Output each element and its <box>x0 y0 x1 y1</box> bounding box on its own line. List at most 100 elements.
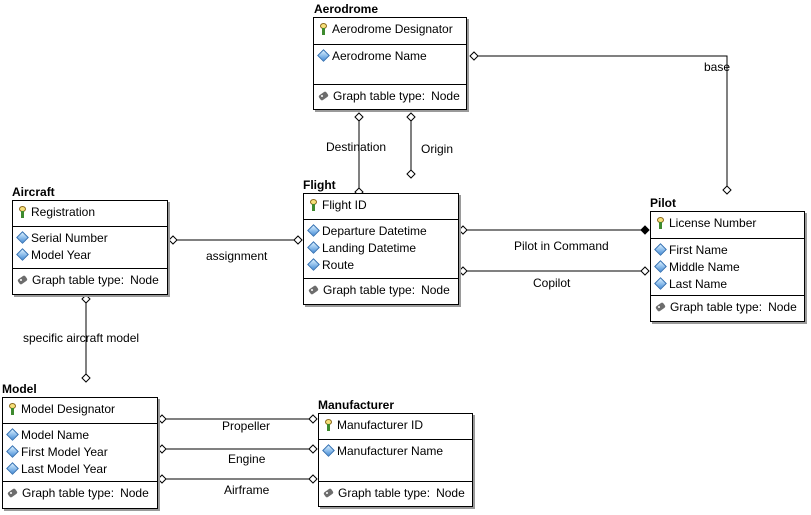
graph-table-type-label: Graph table type: <box>32 273 125 287</box>
base-target-diamond <box>722 185 732 195</box>
flight-key-section: Flight ID <box>304 194 458 220</box>
attribute-icon <box>6 445 19 458</box>
attribute-row: Last Model Year <box>6 460 153 477</box>
graph-table-type-row: Graph table type:Node <box>323 484 468 502</box>
graph-table-type-label: Graph table type: <box>22 486 115 500</box>
tag-icon <box>7 488 19 499</box>
graph-table-type-label: Graph table type: <box>338 486 431 500</box>
attribute-label: Departure Datetime <box>322 223 427 238</box>
edge-label-propeller: Propeller <box>222 419 271 433</box>
model-title: Model <box>2 382 37 396</box>
assignment-source-diamond <box>168 235 178 245</box>
attribute-label: Last Model Year <box>21 461 108 476</box>
flight-attributes-section: Departure Datetime Landing Datetime Rout… <box>304 220 458 279</box>
airframe-target-diamond <box>308 474 318 484</box>
model-footer-section: Graph table type: Node <box>3 482 157 504</box>
attribute-label: Model Name <box>21 427 90 442</box>
attribute-icon <box>307 224 320 237</box>
edge-label-origin: Origin <box>421 142 454 156</box>
airframe-source-diamond <box>157 474 167 484</box>
attribute-icon <box>654 243 667 256</box>
attribute-label: Last Name <box>669 276 728 291</box>
attribute-icon <box>317 49 330 62</box>
tag-icon <box>655 302 667 313</box>
tag-icon <box>323 488 335 499</box>
graph-table-type-value: Node <box>130 273 159 287</box>
graph-table-type-value: Node <box>120 486 149 500</box>
specific-aircraft-model-target-diamond <box>81 373 91 383</box>
attribute-icon <box>6 428 19 441</box>
attribute-icon <box>307 241 320 254</box>
graph-table-type-row: Graph table type:Node <box>655 298 800 316</box>
graph-table-type-row: Graph table type: Node <box>7 484 153 502</box>
model-entity[interactable]: Model Designator Model Name First Model … <box>2 397 158 509</box>
aerodrome-entity[interactable]: Aerodrome Designator Aerodrome Name Grap… <box>313 17 467 110</box>
attribute-row: First Model Year <box>6 443 153 460</box>
key-row: Flight ID <box>308 196 454 213</box>
attribute-label: Serial Number <box>31 230 108 245</box>
aircraft-key-section: Registration <box>13 201 167 227</box>
key-icon <box>323 418 334 431</box>
attribute-label: Manufacturer Name <box>337 443 444 458</box>
aerodrome-footer-section: Graph table type:Node <box>314 85 466 107</box>
attribute-row: Model Name <box>6 426 153 443</box>
key-icon <box>17 205 28 218</box>
key-icon <box>7 402 18 415</box>
pilot-key-section: License Number <box>651 212 804 239</box>
flight-footer-section: Graph table type: Node <box>304 279 458 301</box>
key-row: Registration <box>17 203 163 220</box>
manufacturer-title: Manufacturer <box>318 398 395 412</box>
graph-table-type-label: Graph table type: <box>333 89 426 103</box>
graph-table-type-row: Graph table type:Node <box>318 87 462 105</box>
flight-entity[interactable]: Flight ID Departure Datetime Landing Dat… <box>303 193 459 305</box>
edge-label-airframe: Airframe <box>224 483 270 497</box>
key-row: License Number <box>655 214 800 231</box>
key-row: Manufacturer ID <box>323 416 468 433</box>
key-icon <box>308 198 319 211</box>
graph-table-type-value: Node <box>421 283 450 297</box>
edge-label-pilot-in-command: Pilot in Command <box>514 239 609 253</box>
attribute-row: Departure Datetime <box>307 222 454 239</box>
attribute-icon <box>16 231 29 244</box>
attribute-label: First Model Year <box>21 444 108 459</box>
key-label: Registration <box>31 204 96 219</box>
attribute-label: First Name <box>669 242 728 257</box>
pilot-footer-section: Graph table type:Node <box>651 296 804 318</box>
key-label: License Number <box>669 215 757 230</box>
graph-table-type-label: Graph table type: <box>670 300 763 314</box>
pilot-in-command-source-diamond <box>458 225 468 235</box>
attribute-row: Last Name <box>654 275 800 292</box>
specific-aircraft-model-source-diamond <box>81 294 91 304</box>
edge-label-base: base <box>704 60 731 74</box>
base-source-diamond <box>469 51 479 61</box>
aircraft-attributes-section: Serial Number Model Year <box>13 227 167 269</box>
attribute-row: Route <box>307 256 454 273</box>
flight-title: Flight <box>303 178 336 192</box>
aircraft-entity[interactable]: Registration Serial Number Model Year Gr… <box>12 200 168 295</box>
manufacturer-entity[interactable]: Manufacturer ID Manufacturer Name Graph … <box>318 413 473 507</box>
edge-label-engine: Engine <box>228 452 266 466</box>
origin-source-diamond <box>406 112 416 122</box>
aerodrome-title: Aerodrome <box>314 2 379 16</box>
propeller-target-diamond <box>308 414 318 424</box>
attribute-row: Landing Datetime <box>307 239 454 256</box>
attribute-row: Manufacturer Name <box>322 442 468 459</box>
assignment-target-diamond <box>293 235 303 245</box>
copilot-source-diamond <box>458 266 468 276</box>
pilot-title: Pilot <box>650 196 676 210</box>
attribute-label: Model Year <box>31 247 92 262</box>
attribute-row: First Name <box>654 241 800 258</box>
key-label: Manufacturer ID <box>337 417 424 432</box>
aerodrome-attributes-section: Aerodrome Name <box>314 45 466 85</box>
tag-icon <box>17 275 29 286</box>
graph-table-type-label: Graph table type: <box>323 283 416 297</box>
manufacturer-attributes-section: Manufacturer Name <box>319 440 472 482</box>
attribute-label: Middle Name <box>669 259 740 274</box>
destination-source-diamond <box>354 112 364 122</box>
engine-source-diamond <box>157 444 167 454</box>
copilot-target-diamond <box>640 266 650 276</box>
attribute-icon <box>16 248 29 261</box>
pilot-entity[interactable]: License Number First Name Middle Name La… <box>650 211 805 322</box>
key-icon <box>318 22 329 35</box>
